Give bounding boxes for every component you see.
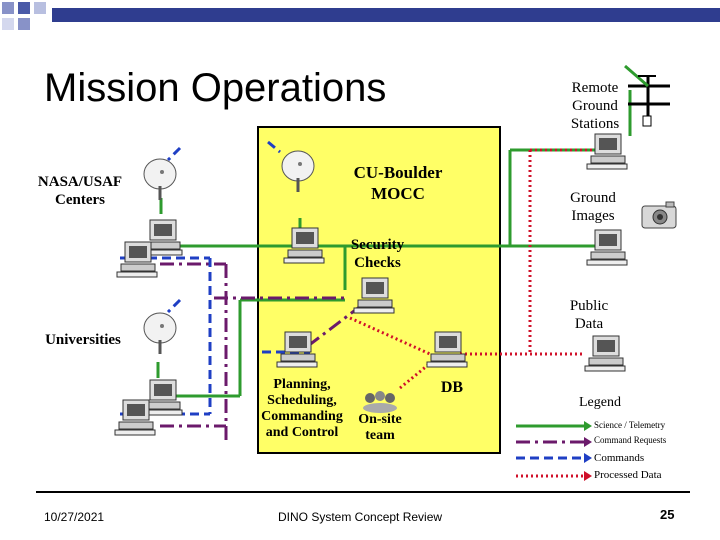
onsite-line: team	[365, 428, 395, 443]
public-data-line: Public	[569, 298, 609, 314]
planning-line: Scheduling,	[267, 393, 337, 408]
computer-icon	[115, 240, 159, 278]
universities-label: Universities	[45, 332, 121, 348]
ground-images-label: Ground Images	[557, 189, 629, 225]
nasa-usaf-label: NASA/USAF Centers	[30, 173, 130, 209]
remote-line: Remote	[571, 80, 619, 96]
security-line: Checks	[354, 255, 401, 271]
corner-squares-graphic	[2, 2, 46, 30]
mocc-line: MOCC	[371, 184, 425, 203]
nasa-usaf-line: NASA/USAF	[37, 174, 123, 190]
computer-icon	[282, 226, 326, 264]
computer-icon	[140, 378, 184, 416]
legend-item-processed-data: Processed Data	[594, 469, 662, 481]
computer-icon	[113, 398, 157, 436]
remote-line: Stations	[570, 116, 620, 132]
mocc-line: CU-Boulder	[353, 163, 443, 182]
header-bar	[52, 8, 720, 22]
team-icon	[360, 388, 400, 414]
legend-item-command-requests: Command Requests	[594, 435, 667, 445]
computer-icon	[585, 228, 629, 266]
remote-ground-stations-label: Remote Ground Stations	[560, 79, 630, 133]
public-data-label: Public Data	[555, 297, 623, 333]
page-number: 25	[660, 507, 675, 522]
security-line: Security	[350, 237, 405, 253]
computer-icon	[585, 132, 629, 170]
legend-item-commands: Commands	[594, 452, 645, 464]
footer-date: 10/27/2021	[44, 510, 105, 524]
computer-icon	[583, 334, 627, 372]
camera-icon	[640, 200, 680, 230]
computer-icon	[425, 330, 469, 368]
slide-title: Mission Operations	[44, 66, 387, 110]
planning-line: Planning,	[273, 377, 331, 392]
computer-icon	[140, 218, 184, 256]
security-checks-label: Security Checks	[330, 236, 425, 272]
legend-item-telemetry: Science / Telemetry	[594, 420, 666, 430]
ground-images-line: Ground	[570, 190, 616, 206]
planning-line: Commanding	[261, 409, 343, 424]
corner-decoration	[0, 0, 60, 40]
satellite-dish-icon	[140, 310, 180, 356]
legend-title: Legend	[579, 395, 621, 410]
onsite-team-label: On-site team	[350, 412, 410, 444]
computer-icon	[352, 276, 396, 314]
planning-label: Planning, Scheduling, Commanding and Con…	[252, 377, 352, 441]
computer-icon	[275, 330, 319, 368]
onsite-line: On-site	[358, 412, 402, 427]
db-label: DB	[440, 379, 464, 396]
nasa-usaf-line: Centers	[55, 192, 105, 208]
satellite-dish-icon	[278, 148, 318, 194]
footer-title: DINO System Concept Review	[278, 510, 443, 524]
mocc-label: CU-Boulder MOCC	[338, 162, 458, 204]
planning-line: and Control	[265, 425, 339, 440]
satellite-dish-icon	[140, 156, 180, 202]
remote-line: Ground	[572, 98, 618, 114]
public-data-line: Data	[574, 316, 604, 332]
ground-images-line: Images	[571, 208, 615, 224]
